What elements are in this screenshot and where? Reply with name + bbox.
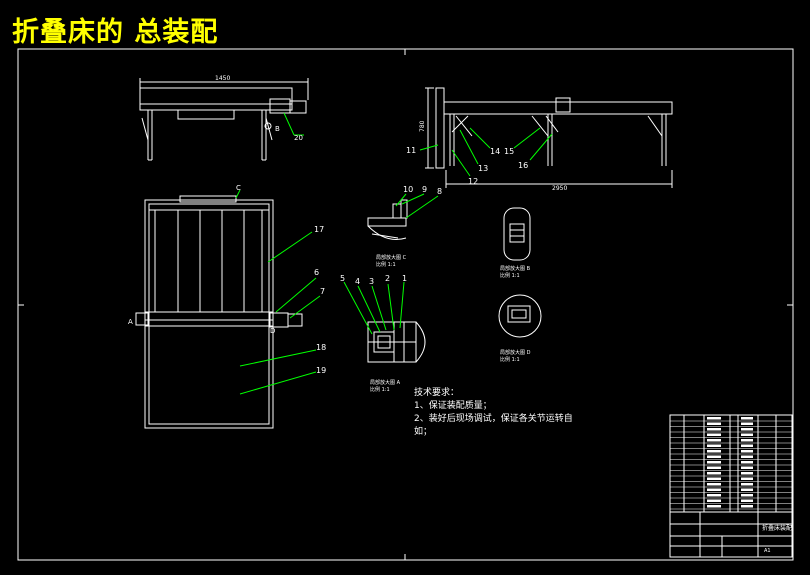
parts-list-entry-mark: [741, 477, 753, 480]
detail-c-leaders: [395, 193, 439, 219]
parts-list-entry-mark: [707, 439, 721, 442]
detail-c: [367, 199, 408, 240]
detail-c-caption: 局部放大图 C: [376, 254, 407, 261]
parts-list-entry-mark: [741, 488, 753, 491]
detail-a-scale: 比例 1:1: [370, 386, 390, 393]
dim-height: 780: [419, 120, 426, 132]
callout-6: 6: [314, 268, 319, 277]
parts-list-entry-mark: [707, 483, 721, 486]
technical-requirements: 技术要求： 1、保证装配质量； 2、装好后现场调试，保证各关节运转自 如；: [414, 387, 573, 439]
callout-10: 10: [403, 185, 413, 194]
parts-list-entry-mark: [707, 417, 721, 420]
callout-1: 1: [402, 274, 407, 283]
detail-a-caption: 局部放大图 A: [370, 379, 401, 386]
tech-req-heading: 技术要求：: [414, 388, 460, 398]
dim-overall-width: 1450: [215, 75, 230, 82]
callout-5: 5: [340, 274, 345, 283]
detail-c-scale: 比例 1:1: [376, 261, 396, 268]
callout-4: 4: [355, 277, 360, 286]
detail-d-caption: 局部放大图 D: [500, 349, 531, 356]
parts-list-entry-mark: [741, 472, 753, 475]
drawing-title: 折叠床的 总装配: [12, 17, 219, 48]
parts-list-entry-mark: [707, 428, 721, 431]
dim-overall-length: 2950: [552, 185, 567, 192]
tech-req-line-2: 2、装好后现场调试，保证各关节运转自: [414, 414, 573, 424]
plan-view: [135, 195, 303, 429]
parts-list-entry-mark: [741, 428, 753, 431]
detail-d: [498, 294, 542, 338]
parts-list-entry-mark: [707, 488, 721, 491]
front-view-leaders: [283, 112, 304, 136]
callout-16: 16: [518, 161, 528, 170]
detail-b: [503, 207, 531, 261]
parts-list-entry-mark: [707, 466, 721, 469]
parts-list-entry-mark: [741, 450, 753, 453]
parts-list-entry-mark: [741, 433, 753, 436]
parts-list-entry-mark: [741, 439, 753, 442]
callout-7: 7: [320, 287, 325, 296]
parts-list-entry-mark: [707, 433, 721, 436]
parts-list-entry-mark: [707, 444, 721, 447]
parts-list-entry-mark: [741, 461, 753, 464]
callout-9: 9: [422, 185, 427, 194]
parts-list-entry-mark: [707, 477, 721, 480]
callout-3: 3: [369, 277, 374, 286]
callout-15: 15: [504, 147, 514, 156]
parts-list-entry-mark: [707, 422, 721, 425]
parts-list: [669, 414, 793, 558]
parts-list-entry-mark: [707, 461, 721, 464]
callout-11: 11: [406, 146, 416, 155]
detail-b-caption: 局部放大图 B: [500, 265, 531, 272]
callout-D: D: [270, 327, 275, 335]
parts-list-entry-mark: [741, 499, 753, 502]
callout-2: 2: [385, 274, 390, 283]
parts-list-entry-mark: [741, 466, 753, 469]
drawing-frame: [17, 48, 794, 561]
callout-12: 12: [468, 177, 478, 186]
parts-list-entry-mark: [741, 417, 753, 420]
detail-b-scale: 比例 1:1: [500, 272, 520, 279]
callout-20: 20: [294, 134, 303, 142]
parts-list-entry-mark: [741, 455, 753, 458]
plan-view-leaders: [235, 189, 321, 395]
detail-a-leaders: [343, 281, 405, 335]
side-view: [425, 87, 673, 188]
parts-list-entry-mark: [707, 450, 721, 453]
front-view: [139, 78, 309, 161]
callout-A: A: [128, 318, 133, 326]
tech-req-line-1: 1、保证装配质量；: [414, 401, 492, 411]
parts-list-entry-mark: [707, 472, 721, 475]
title-block-drawing-name: 折叠床装配: [762, 524, 792, 532]
callout-B-front: B: [275, 125, 280, 133]
parts-list-entry-mark: [741, 422, 753, 425]
callout-8: 8: [437, 187, 442, 196]
frame-ticks: [18, 49, 793, 560]
parts-list-entry-mark: [707, 499, 721, 502]
callout-14: 14: [490, 147, 500, 156]
parts-list-entry-mark: [741, 483, 753, 486]
parts-list-entry-mark: [707, 505, 721, 508]
callout-18: 18: [316, 343, 326, 352]
tech-req-line-3: 如；: [414, 427, 433, 437]
callout-19: 19: [316, 366, 326, 375]
parts-list-entry-mark: [707, 494, 721, 497]
parts-list-entry-mark: [741, 505, 753, 508]
parts-list-entries: [707, 417, 753, 508]
parts-list-entry-mark: [707, 455, 721, 458]
side-view-leaders: [419, 127, 553, 177]
callout-13: 13: [478, 164, 488, 173]
title-block-sheet: A1: [764, 548, 771, 554]
callout-C: C: [236, 184, 241, 192]
callout-17: 17: [314, 225, 324, 234]
parts-list-rows: [670, 420, 792, 510]
detail-d-scale: 比例 1:1: [500, 356, 520, 363]
parts-list-entry-mark: [741, 494, 753, 497]
parts-list-entry-mark: [741, 444, 753, 447]
detail-a: [367, 321, 426, 363]
